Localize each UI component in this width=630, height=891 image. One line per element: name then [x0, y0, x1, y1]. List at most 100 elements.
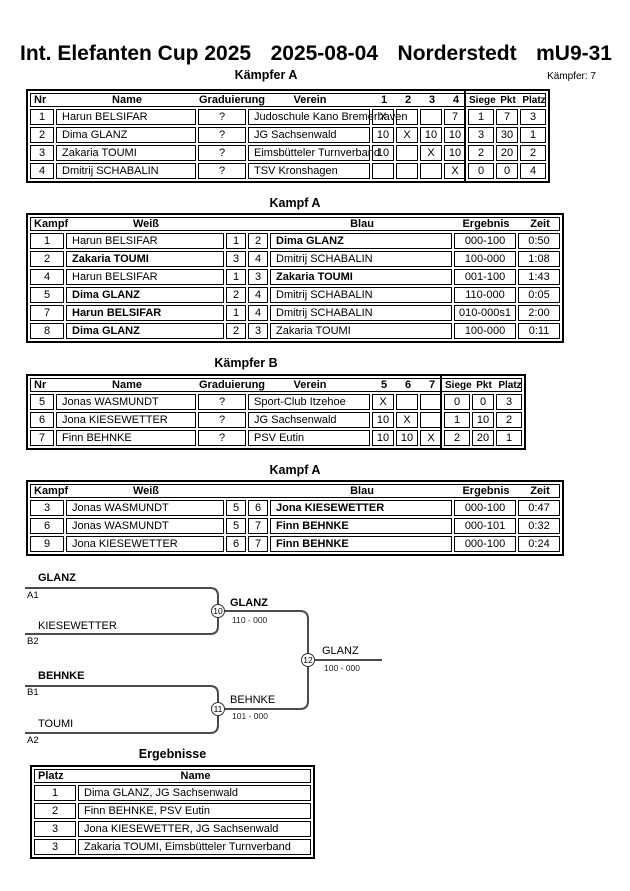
blau-name-cell: Zakaria TOUMI — [270, 269, 452, 285]
weiss-nr-cell: 1 — [226, 233, 246, 249]
nr-cell: 5 — [30, 394, 54, 410]
pkt-cell: 20 — [472, 430, 494, 446]
col-header-verein: Verein — [293, 379, 327, 391]
col-header-nr: Nr — [34, 94, 47, 106]
name-cell: Zakaria TOUMI — [56, 145, 196, 161]
blau-nr-cell: 3 — [248, 269, 268, 285]
platz-cell: 1 — [34, 785, 76, 801]
col-header-m5: 5 — [380, 379, 388, 391]
zeit-cell: 0:24 — [518, 536, 560, 552]
ergebnis-cell: 010-000s1 — [454, 305, 516, 321]
match-cell: 10 — [420, 127, 442, 143]
col-header-m1: 1 — [380, 94, 388, 106]
kampf-cell: 3 — [30, 500, 64, 516]
zeit-cell: 0:50 — [518, 233, 560, 249]
weiss-nr-cell: 5 — [226, 518, 246, 534]
results-header-row: Platz Name — [34, 769, 311, 783]
match-cell — [396, 145, 418, 161]
pkt-cell: 30 — [496, 127, 518, 143]
match-cell: X — [396, 412, 418, 428]
weiss-nr-cell: 2 — [226, 287, 246, 303]
blau-name-cell: Jona KIESEWETTER — [270, 500, 452, 516]
match-cell: X — [444, 163, 466, 179]
zeit-cell: 0:47 — [518, 500, 560, 516]
ergebnis-cell: 000-100 — [454, 536, 516, 552]
weiss-name-cell: Jonas WASMUNDT — [66, 500, 224, 516]
match-cell: X — [420, 430, 442, 446]
nr-cell: 3 — [30, 145, 54, 161]
kampf-cell: 4 — [30, 269, 64, 285]
grad-cell: ? — [198, 109, 246, 125]
pool-a-table: Nr Name Graduierung Verein 1 2 3 4 Siege… — [26, 89, 550, 183]
verein-cell: Eimsbütteler Turnverband — [248, 145, 380, 161]
nr-cell: 2 — [30, 127, 54, 143]
zeit-cell: 0:11 — [518, 323, 560, 339]
col-header-zeit: Zeit — [530, 485, 550, 497]
name-cell: Dima GLANZ, JG Sachsenwald — [78, 785, 311, 801]
col-header-kampf: Kampf — [34, 485, 69, 497]
title-part-date: 2025-08-04 — [270, 42, 379, 65]
match-cell — [420, 412, 442, 428]
col-header-kampf: Kampf — [34, 218, 69, 230]
blau-name-cell: Dmitrij SCHABALIN — [270, 251, 452, 267]
weiss-nr-cell: 6 — [226, 536, 246, 552]
col-header-blau: Blau — [350, 218, 374, 230]
ergebnis-cell: 110-000 — [454, 287, 516, 303]
ergebnis-cell: 001-100 — [454, 269, 516, 285]
verein-cell: JG Sachsenwald — [248, 127, 370, 143]
bracket-seed-label: B1 — [27, 687, 39, 698]
siege-cell: 0 — [468, 163, 494, 179]
name-cell: Harun BELSIFAR — [56, 109, 196, 125]
bracket-seed-label: A1 — [27, 590, 39, 601]
kampf-cell: 8 — [30, 323, 64, 339]
name-cell: Jona KIESEWETTER, JG Sachsenwald — [78, 821, 311, 837]
bracket-winner-label: GLANZ — [322, 645, 359, 657]
platz-cell: 2 — [496, 412, 522, 428]
blau-name-cell: Dmitrij SCHABALIN — [270, 305, 452, 321]
match-cell — [420, 163, 442, 179]
col-header-name: Name — [112, 379, 142, 391]
ergebnis-cell: 000-100 — [454, 233, 516, 249]
bracket-slot-label: GLANZ — [38, 572, 76, 584]
section-title-pool-a: Kämpfer A — [234, 68, 298, 82]
pkt-cell: 0 — [496, 163, 518, 179]
zeit-cell: 0:32 — [518, 518, 560, 534]
grad-cell: ? — [198, 394, 246, 410]
verein-cell: PSV Eutin — [248, 430, 370, 446]
col-header-nr: Nr — [34, 379, 47, 391]
match-cell: 10 — [372, 127, 394, 143]
blau-nr-cell: 4 — [248, 305, 268, 321]
col-header-verein: Verein — [293, 94, 327, 106]
match-cell: 10 — [444, 145, 466, 161]
weiss-nr-cell: 5 — [226, 500, 246, 516]
section-title-pool-b: Kämpfer B — [214, 356, 278, 370]
results-table: Platz Name 1 Dima GLANZ, JG Sachsenwald … — [30, 765, 315, 859]
matches-b-table: Kampf Weiß Blau Ergebnis Zeit 3 Jonas WA… — [26, 480, 564, 556]
bracket-slot-label: BEHNKE — [38, 670, 85, 682]
match-cell — [420, 394, 442, 410]
weiss-name-cell: Harun BELSIFAR — [66, 305, 224, 321]
kampf-cell: 6 — [30, 518, 64, 534]
ergebnis-cell: 000-101 — [454, 518, 516, 534]
grad-cell: ? — [198, 163, 246, 179]
matches-a-header-row: Kampf Weiß Blau Ergebnis Zeit — [30, 217, 560, 231]
nr-cell: 7 — [30, 430, 54, 446]
name-cell: Finn BEHNKE, PSV Eutin — [78, 803, 311, 819]
matches-b-header-row: Kampf Weiß Blau Ergebnis Zeit — [30, 484, 560, 498]
col-header-graduierung: Graduierung — [199, 94, 266, 106]
col-header-m6: 6 — [404, 379, 412, 391]
zeit-cell: 1:43 — [518, 269, 560, 285]
col-header-m4: 4 — [452, 94, 460, 106]
match-cell: X — [420, 145, 442, 161]
title-part-event: Int. Elefanten Cup 2025 — [20, 42, 252, 65]
grad-cell: ? — [198, 127, 246, 143]
nr-cell: 1 — [30, 109, 54, 125]
verein-cell: TSV Kronshagen — [248, 163, 370, 179]
match-cell: 7 — [444, 109, 466, 125]
weiss-name-cell: Harun BELSIFAR — [66, 269, 224, 285]
blau-nr-cell: 3 — [248, 323, 268, 339]
col-header-zeit: Zeit — [530, 218, 550, 230]
siege-cell: 3 — [468, 127, 494, 143]
blau-nr-cell: 2 — [248, 233, 268, 249]
col-header-pkt: Pkt — [500, 94, 516, 106]
